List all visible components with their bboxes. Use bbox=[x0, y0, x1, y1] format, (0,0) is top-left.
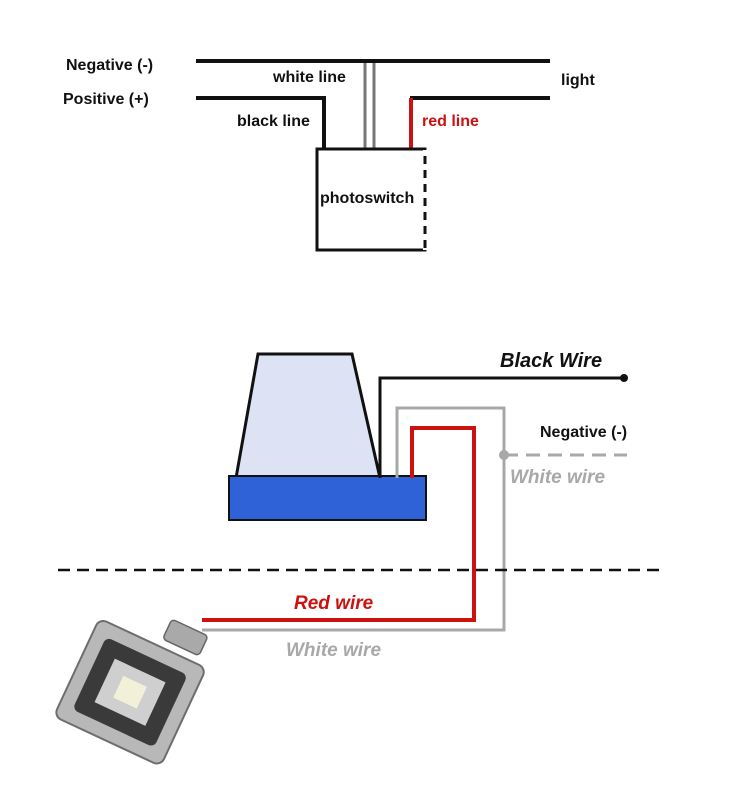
black-wire-end bbox=[620, 374, 628, 382]
negative-right-label: Negative (-) bbox=[540, 424, 627, 441]
negative-label: Negative (-) bbox=[66, 57, 153, 74]
top-schematic: Negative (-) Positive (+) white line lig… bbox=[63, 57, 595, 252]
white-wire-right-label: White wire bbox=[510, 467, 605, 488]
photoswitch-label: photoswitch bbox=[320, 190, 414, 207]
black-line-label: black line bbox=[237, 113, 310, 130]
white-line-label: white line bbox=[272, 69, 346, 86]
red-line-label: red line bbox=[422, 113, 479, 130]
bottom-pictorial: Black Wire Negative (-) White wire Red w… bbox=[55, 350, 662, 765]
flood-light-led bbox=[113, 675, 147, 709]
flood-light bbox=[55, 619, 208, 765]
red-wire-label: Red wire bbox=[294, 593, 374, 614]
red-wire bbox=[202, 426, 476, 622]
white-wire-bottom-label: White wire bbox=[286, 640, 381, 661]
sensor-base bbox=[228, 475, 427, 521]
photoswitch-box bbox=[315, 147, 427, 252]
positive-label: Positive (+) bbox=[63, 91, 149, 108]
sensor-dome bbox=[234, 352, 382, 480]
flood-light-bracket bbox=[163, 619, 208, 656]
black-wire-label: Black Wire bbox=[500, 350, 602, 372]
white-wire-sensor bbox=[202, 406, 506, 632]
light-label: light bbox=[561, 72, 595, 89]
white-wire-junction bbox=[499, 450, 509, 460]
black-wire bbox=[378, 376, 624, 478]
